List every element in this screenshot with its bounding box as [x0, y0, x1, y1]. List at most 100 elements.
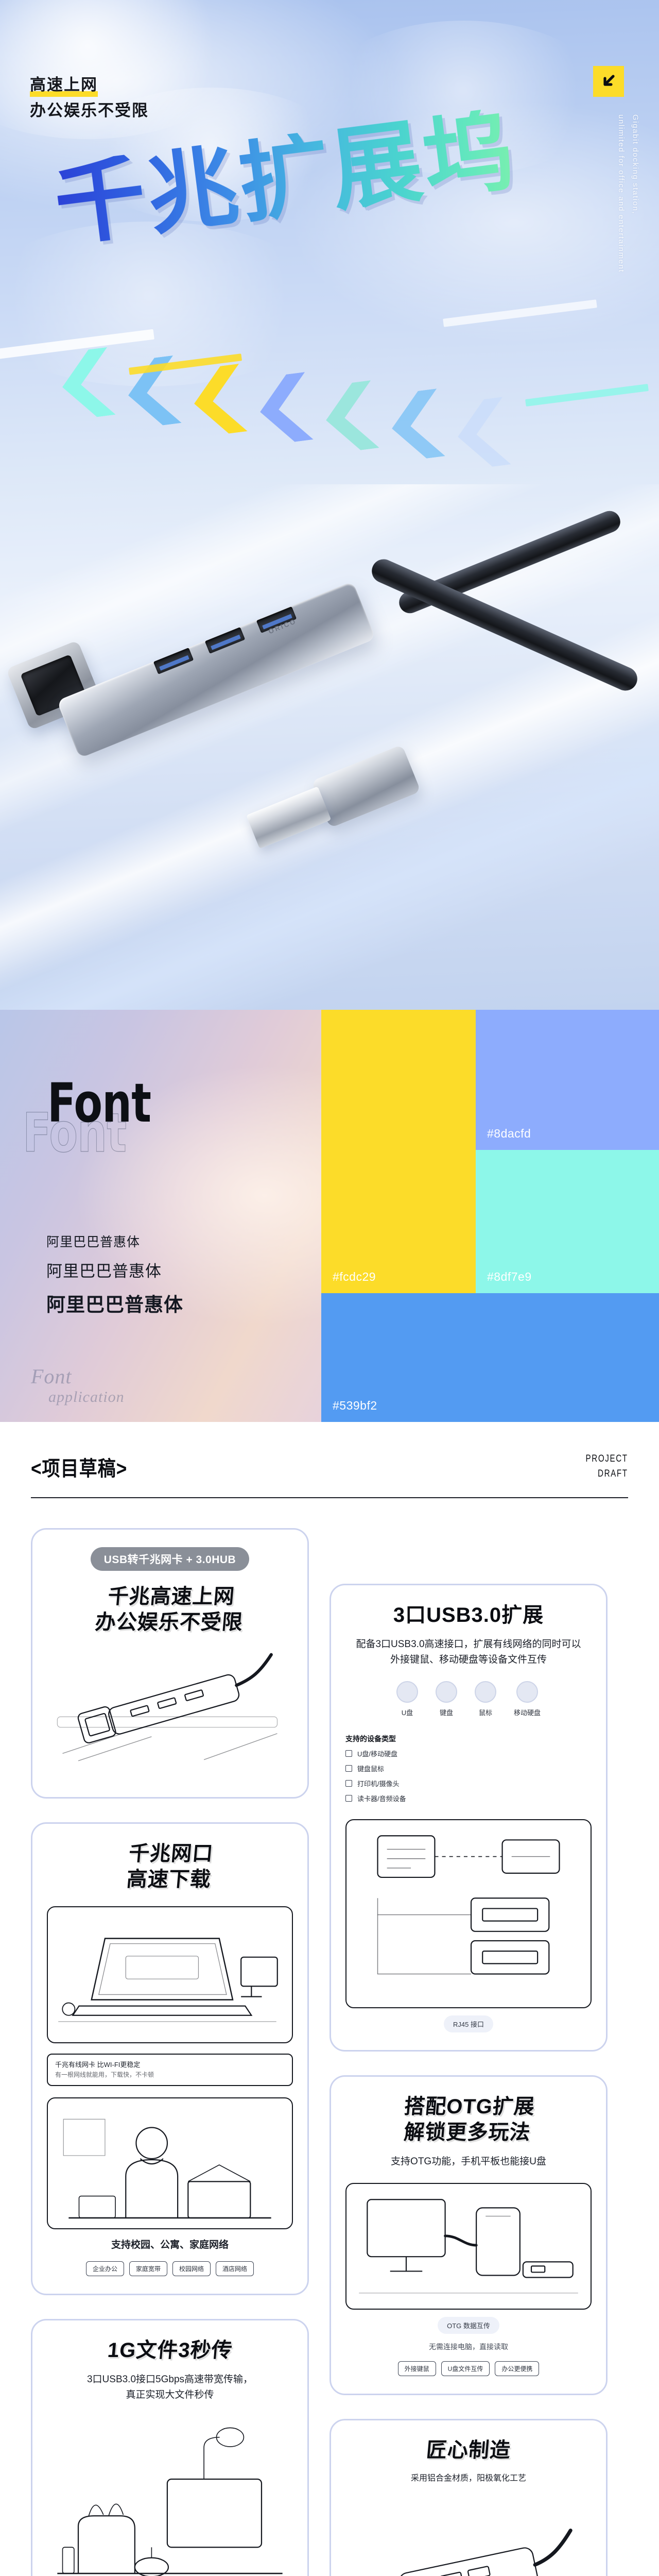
draft-card-gigabit-download: 千兆网口 高速下载: [31, 1822, 309, 2296]
font-sample-light: 阿里巴巴普惠体: [46, 1235, 141, 1249]
font-application-line1: Font: [31, 1365, 72, 1388]
sketch-laptop-desk: [47, 1906, 293, 2043]
card-subtitle-line1: 3口USB3.0接口5Gbps高速带宽传输，: [86, 2374, 253, 2385]
card-title: 3口USB3.0扩展: [393, 1604, 544, 1626]
card-tag: 办公更便携: [495, 2361, 540, 2377]
otg-pill-note: OTG 数据互传: [438, 2317, 499, 2334]
card-title: 匠心制造: [425, 2439, 512, 2462]
device-chip-label: 键盘: [439, 1709, 453, 1717]
color-swatch-yellow: #fcdc29: [321, 1010, 476, 1293]
spec-row: 打印机/摄像头: [345, 1776, 592, 1791]
sketch-hub-splash: [345, 2498, 592, 2576]
spec-row-label: 键盘鼠标: [357, 1765, 385, 1773]
spec-list-heading: 支持的设备类型: [345, 1735, 396, 1743]
checkbox-icon: [345, 1780, 352, 1787]
card-note-sub: 有一根网线就能用，下载快，不卡顿: [55, 2071, 154, 2078]
color-swatch-periwinkle-hex: #8dacfd: [487, 1127, 531, 1140]
card-subtitle: 配备3口USB3.0高速接口，扩展有线网络的同时可以 外接键鼠、移动硬盘等设备文…: [356, 1637, 581, 1668]
device-chip-label: U盘: [401, 1709, 413, 1717]
font-application-line2: application: [48, 1388, 125, 1405]
hero-vertical-tagline: Gigabit docking station, unlimited for o…: [616, 114, 640, 273]
card-tag-row: 外接键鼠 U盘文件互传 办公更便携: [397, 2361, 540, 2377]
sketch-port-diagram: [345, 1819, 592, 2009]
sketch-desk-scene: [47, 2416, 293, 2576]
color-swatch-mint-hex: #8df7e9: [487, 1270, 532, 1283]
mouse-icon: [474, 1681, 496, 1703]
hero-subhead-line1: 高速上网: [30, 72, 98, 98]
device-chip: 鼠标: [474, 1681, 496, 1717]
spec-row-label: 读卡器/音频设备: [357, 1795, 406, 1803]
port-caption: RJ45 接口: [444, 2015, 493, 2033]
card-title-line1: 千兆高速上网: [107, 1585, 236, 1608]
draft-divider: [31, 1497, 628, 1498]
device-chip: 键盘: [435, 1681, 457, 1717]
card-note: 千兆有线网卡 比WI-FI更稳定 有一根网线就能用，下载快，不卡顿: [47, 2053, 293, 2086]
card-title: 1G文件3秒传: [106, 2339, 234, 2362]
hard-drive-icon: [516, 1681, 538, 1703]
card-title-line2: 办公娱乐不受限: [94, 1611, 244, 1634]
draft-title: <项目草稿>: [31, 1458, 128, 1480]
spec-row: U盘/移动硬盘: [345, 1746, 592, 1761]
hero-subhead: 高速上网 办公娱乐不受限: [30, 72, 149, 124]
hero-subhead-line2: 办公娱乐不受限: [30, 101, 149, 120]
supported-device-list: 支持的设备类型 U盘/移动硬盘 键盘鼠标 打印机/摄像头: [345, 1728, 592, 1806]
font-sample-regular: 阿里巴巴普惠体: [46, 1262, 162, 1280]
card-title-line1: 搭配OTG扩展: [403, 2095, 536, 2119]
card-tag-row: 企业办公 家庭宽带 校园网络 酒店网络: [85, 2261, 254, 2277]
card-title: 千兆高速上网 办公娱乐不受限: [94, 1584, 246, 1635]
draft-english-label: PROJECT DRAFT: [586, 1452, 628, 1481]
spec-row-label: 打印机/摄像头: [357, 1780, 400, 1788]
draft-card-otg: 搭配OTG扩展 解锁更多玩法 支持OTG功能，手机平板也能接U盘: [330, 2075, 608, 2396]
card-micro-note: 无需连接电脑，直接读取: [429, 2343, 508, 2351]
card-title: 千兆网口 高速下载: [126, 1841, 215, 1892]
draft-en-line1: PROJECT: [585, 1453, 628, 1464]
card-tag: 酒店网络: [216, 2261, 254, 2277]
sketch-person-desk: [47, 2097, 293, 2229]
card-tag: U盘文件互传: [441, 2361, 490, 2377]
card-subtitle: 采用铝合金材质，阳极氧化工艺: [410, 2473, 526, 2483]
draft-header: <项目草稿> PROJECT DRAFT: [31, 1452, 628, 1482]
draft-card-usb3-expansion: 3口USB3.0扩展 配备3口USB3.0高速接口，扩展有线网络的同时可以 外接…: [330, 1584, 608, 2052]
card-subtitle-line1: 配备3口USB3.0高速接口，扩展有线网络的同时可以: [356, 1638, 581, 1650]
color-swatch-periwinkle: #8dacfd: [476, 1010, 659, 1150]
font-ghost-word: Font: [23, 1101, 127, 1164]
checkbox-icon: [345, 1765, 352, 1772]
color-swatch-blue-hex: #539bf2: [333, 1399, 377, 1412]
device-chip-label: 移动硬盘: [513, 1709, 541, 1717]
draft-card-file-transfer: 1G文件3秒传 3口USB3.0接口5Gbps高速带宽传输， 真正实现大文件秒传: [31, 2319, 309, 2576]
draft-card-hero-copy: USB转千兆网卡 + 3.0HUB 千兆高速上网 办公娱乐不受限: [31, 1528, 309, 1799]
sketch-otg-setup: [345, 2183, 592, 2310]
device-chip-row: U盘 键盘 鼠标 移动硬盘: [396, 1681, 541, 1717]
usb-drive-icon: [396, 1681, 418, 1703]
sketch-product-hub: [47, 1649, 293, 1780]
card-subtitle: 支持校园、公寓、家庭网络: [111, 2239, 229, 2250]
card-badge: USB转千兆网卡 + 3.0HUB: [90, 1547, 250, 1571]
project-draft-section: <项目草稿> PROJECT DRAFT USB转千兆网卡 + 3.0HUB 千…: [0, 1422, 659, 2576]
font-sample-bold: 阿里巴巴普惠体: [46, 1294, 183, 1316]
card-subtitle-line2: 真正实现大文件秒传: [126, 2389, 214, 2401]
spec-row: 键盘鼠标: [345, 1761, 592, 1776]
card-subtitle: 3口USB3.0接口5Gbps高速带宽传输， 真正实现大文件秒传: [87, 2372, 253, 2403]
chevron-decor-band: [0, 258, 659, 494]
draft-columns: USB转千兆网卡 + 3.0HUB 千兆高速上网 办公娱乐不受限: [31, 1528, 628, 2576]
draft-column-left: USB转千兆网卡 + 3.0HUB 千兆高速上网 办公娱乐不受限: [31, 1528, 309, 2576]
spec-row-label: U盘/移动硬盘: [357, 1750, 398, 1758]
color-swatch-mint: #8df7e9: [476, 1150, 659, 1293]
font-heading: Font: [47, 1072, 151, 1134]
draft-column-right: 3口USB3.0扩展 配备3口USB3.0高速接口，扩展有线网络的同时可以 外接…: [330, 1528, 608, 2576]
color-palette: #fcdc29 #8dacfd #8df7e9 #539bf2: [304, 1010, 659, 1422]
draft-en-line2: DRAFT: [598, 1468, 628, 1479]
card-title-line2: 高速下载: [125, 1868, 212, 1891]
hero-main-title: 千兆扩展坞: [49, 96, 522, 260]
hero-banner: 高速上网 办公娱乐不受限 Gigabit docking station, un…: [0, 0, 659, 1010]
card-title: 搭配OTG扩展 解锁更多玩法: [401, 2094, 536, 2145]
font-sample-list: 阿里巴巴普惠体 阿里巴巴普惠体 阿里巴巴普惠体: [46, 1232, 183, 1320]
device-chip: 移动硬盘: [514, 1681, 541, 1717]
keyboard-icon: [435, 1681, 457, 1703]
arrow-down-left-icon: [593, 66, 624, 97]
device-chip: U盘: [396, 1681, 418, 1717]
draft-card-craftsmanship: 匠心制造 采用铝合金材质，阳极氧化工艺: [330, 2419, 608, 2576]
hero-main-title-text: 千兆扩展坞: [49, 96, 522, 260]
speed-streaks: [0, 484, 659, 1010]
